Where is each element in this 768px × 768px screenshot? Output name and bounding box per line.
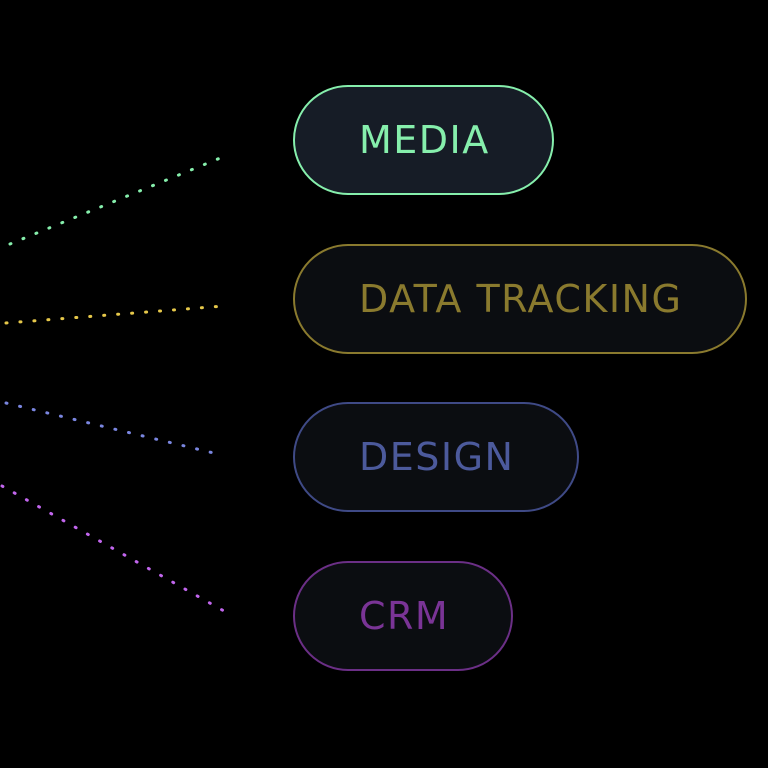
crm-pill[interactable]: CRM <box>293 561 513 671</box>
data-tracking-label: DATA TRACKING <box>359 277 683 321</box>
data-tracking-pill[interactable]: DATA TRACKING <box>293 244 747 354</box>
connector-line-media <box>8 152 232 246</box>
connector-line-data-tracking <box>4 304 226 325</box>
design-label: DESIGN <box>359 435 515 479</box>
design-pill[interactable]: DESIGN <box>293 402 579 512</box>
media-pill[interactable]: MEDIA <box>293 85 554 195</box>
connector-line-crm <box>0 484 226 613</box>
media-label: MEDIA <box>359 118 490 162</box>
connector-line-design <box>4 401 224 457</box>
crm-label: CRM <box>359 594 450 638</box>
